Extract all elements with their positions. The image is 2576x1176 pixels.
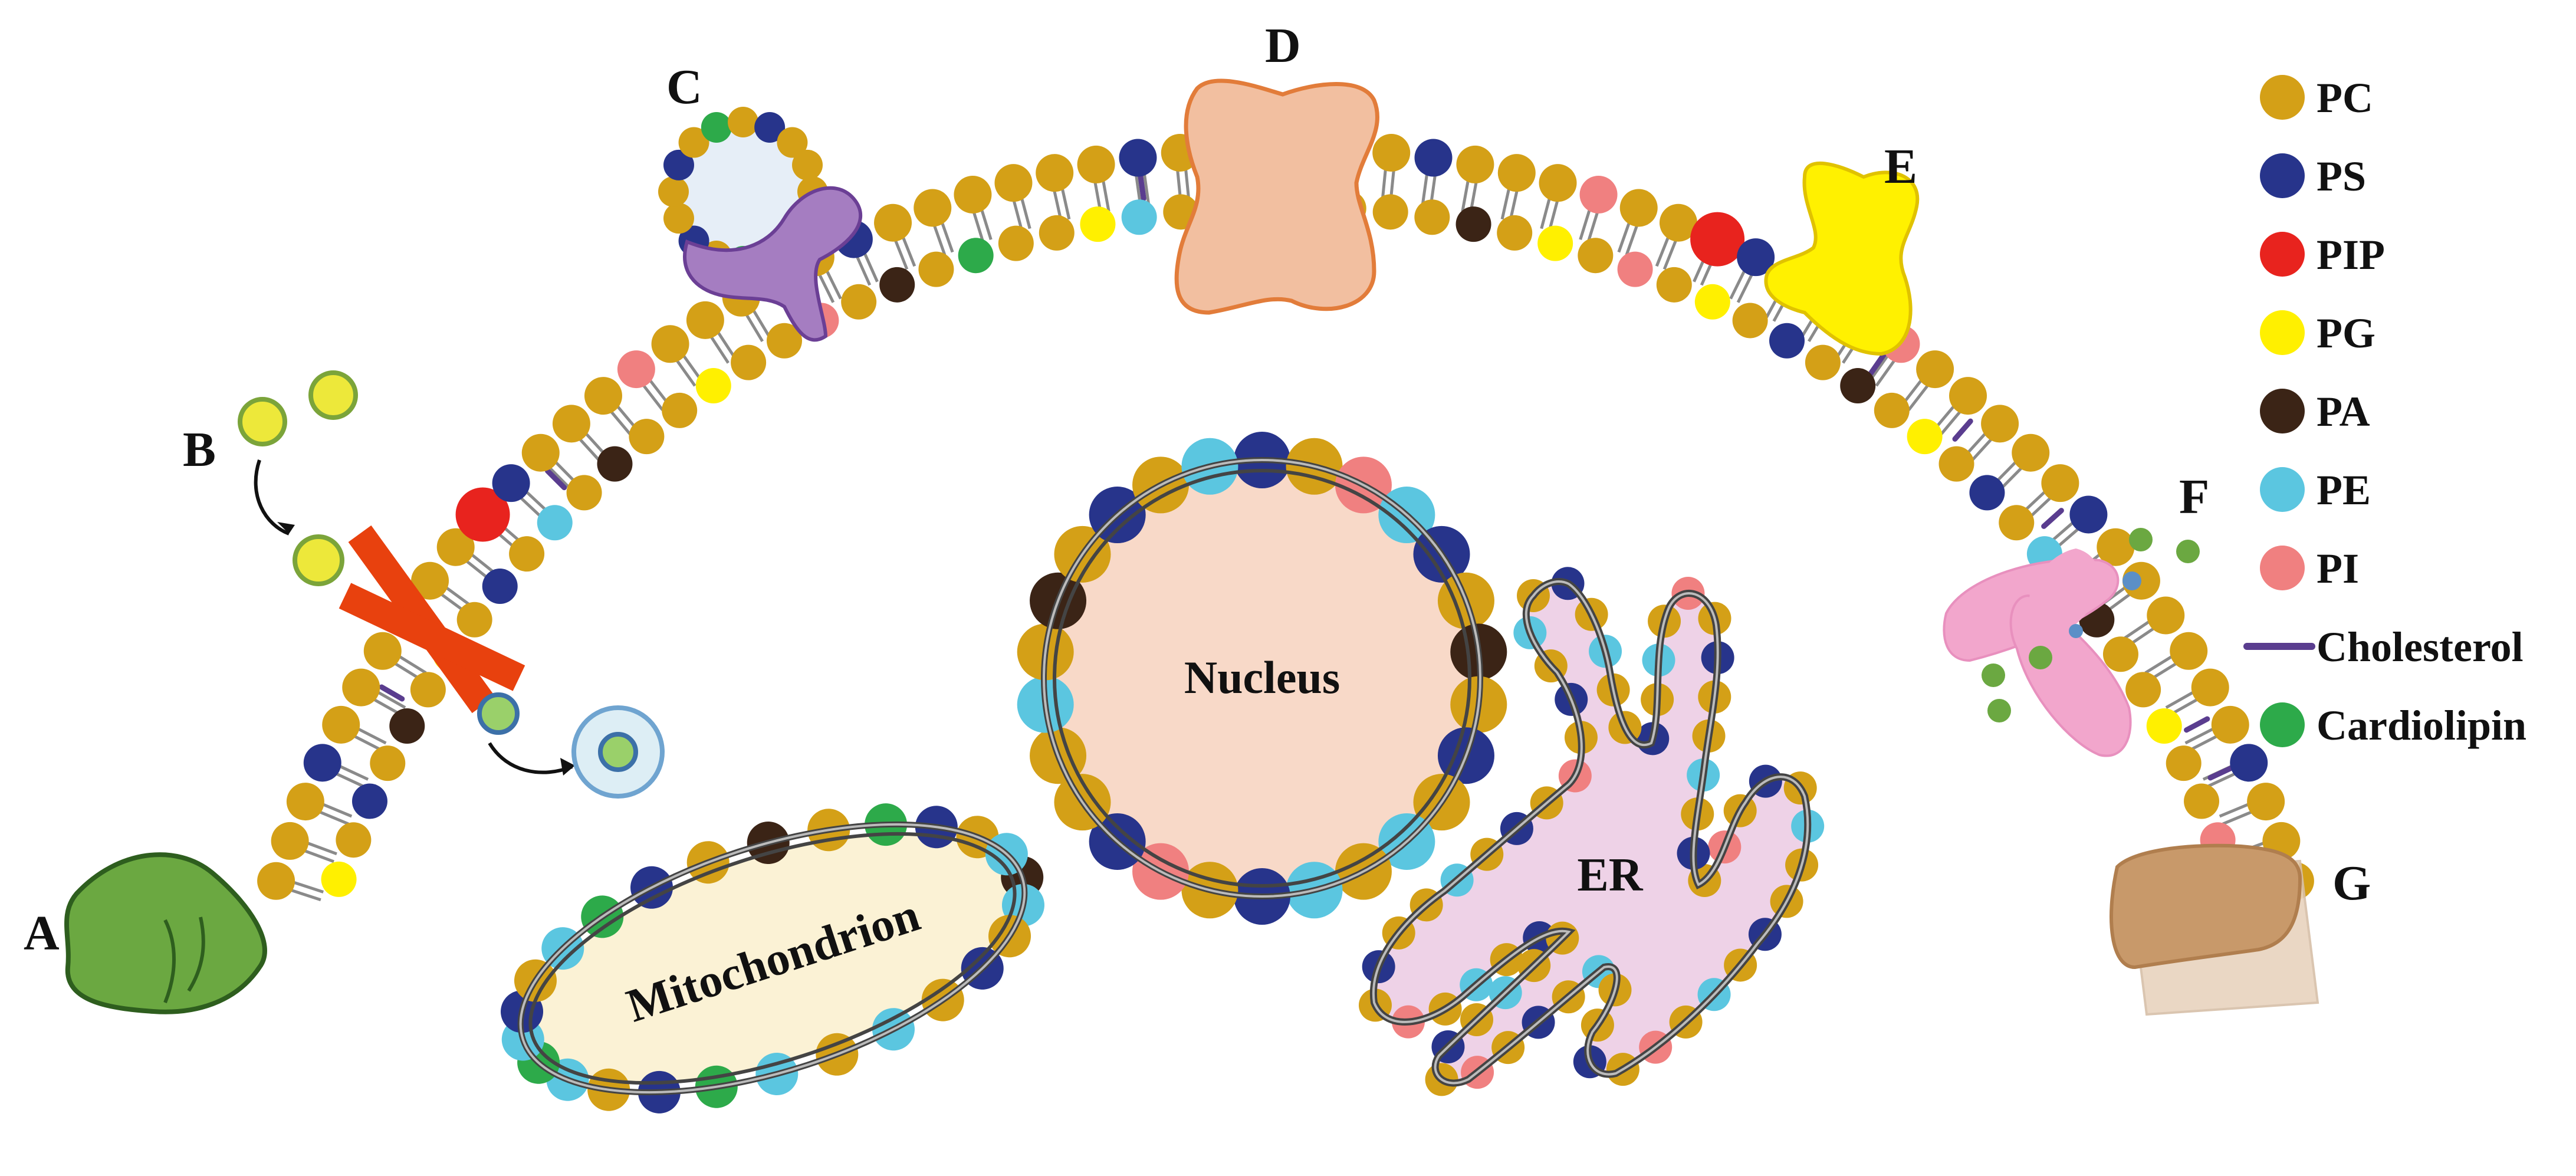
legend-item-cholesterol: Cholesterol bbox=[2243, 623, 2524, 671]
endoplasmic-reticulum bbox=[1358, 567, 1825, 1096]
legend-item-cardiolipin: Cardiolipin bbox=[2260, 702, 2526, 749]
legend-label: Cholesterol bbox=[2317, 623, 2524, 671]
legend-item-pe: PE bbox=[2260, 467, 2371, 514]
protein-c bbox=[658, 107, 863, 342]
label-g: G bbox=[2332, 856, 2371, 911]
legend-item-pip: PIP bbox=[2260, 231, 2385, 278]
legend-label: PS bbox=[2317, 153, 2366, 200]
legend-label: PI bbox=[2317, 545, 2359, 592]
nucleus-label: Nucleus bbox=[1184, 652, 1340, 703]
protein-a bbox=[64, 852, 267, 1014]
er-label: ER bbox=[1577, 849, 1643, 901]
label-c: C bbox=[666, 60, 702, 114]
legend-item-pc: PC bbox=[2260, 74, 2373, 121]
legend-label: PG bbox=[2317, 310, 2375, 357]
label-f: F bbox=[2179, 469, 2209, 524]
legend-label: Cardiolipin bbox=[2317, 702, 2526, 749]
legend-label: PE bbox=[2317, 467, 2371, 514]
legend-item-pg: PG bbox=[2260, 310, 2375, 357]
protein-g bbox=[2110, 843, 2319, 1016]
legend-label: PA bbox=[2317, 388, 2370, 435]
legend-item-pi: PI bbox=[2260, 545, 2359, 592]
protein-f bbox=[1943, 528, 2200, 757]
mitochondrion bbox=[501, 803, 1044, 1113]
blocked-x-icon bbox=[339, 525, 525, 714]
label-e: E bbox=[1884, 139, 1917, 194]
process-b bbox=[238, 370, 665, 799]
legend-label: PC bbox=[2317, 74, 2373, 121]
protein-e bbox=[1764, 162, 1920, 356]
label-a: A bbox=[24, 906, 60, 961]
label-b: B bbox=[183, 422, 216, 477]
nucleus bbox=[1017, 432, 1507, 925]
label-d: D bbox=[1265, 18, 1301, 73]
protein-d bbox=[1174, 78, 1379, 315]
legend-label: PIP bbox=[2317, 231, 2385, 278]
legend-item-ps: PS bbox=[2260, 153, 2366, 200]
legend-item-pa: PA bbox=[2260, 388, 2370, 435]
